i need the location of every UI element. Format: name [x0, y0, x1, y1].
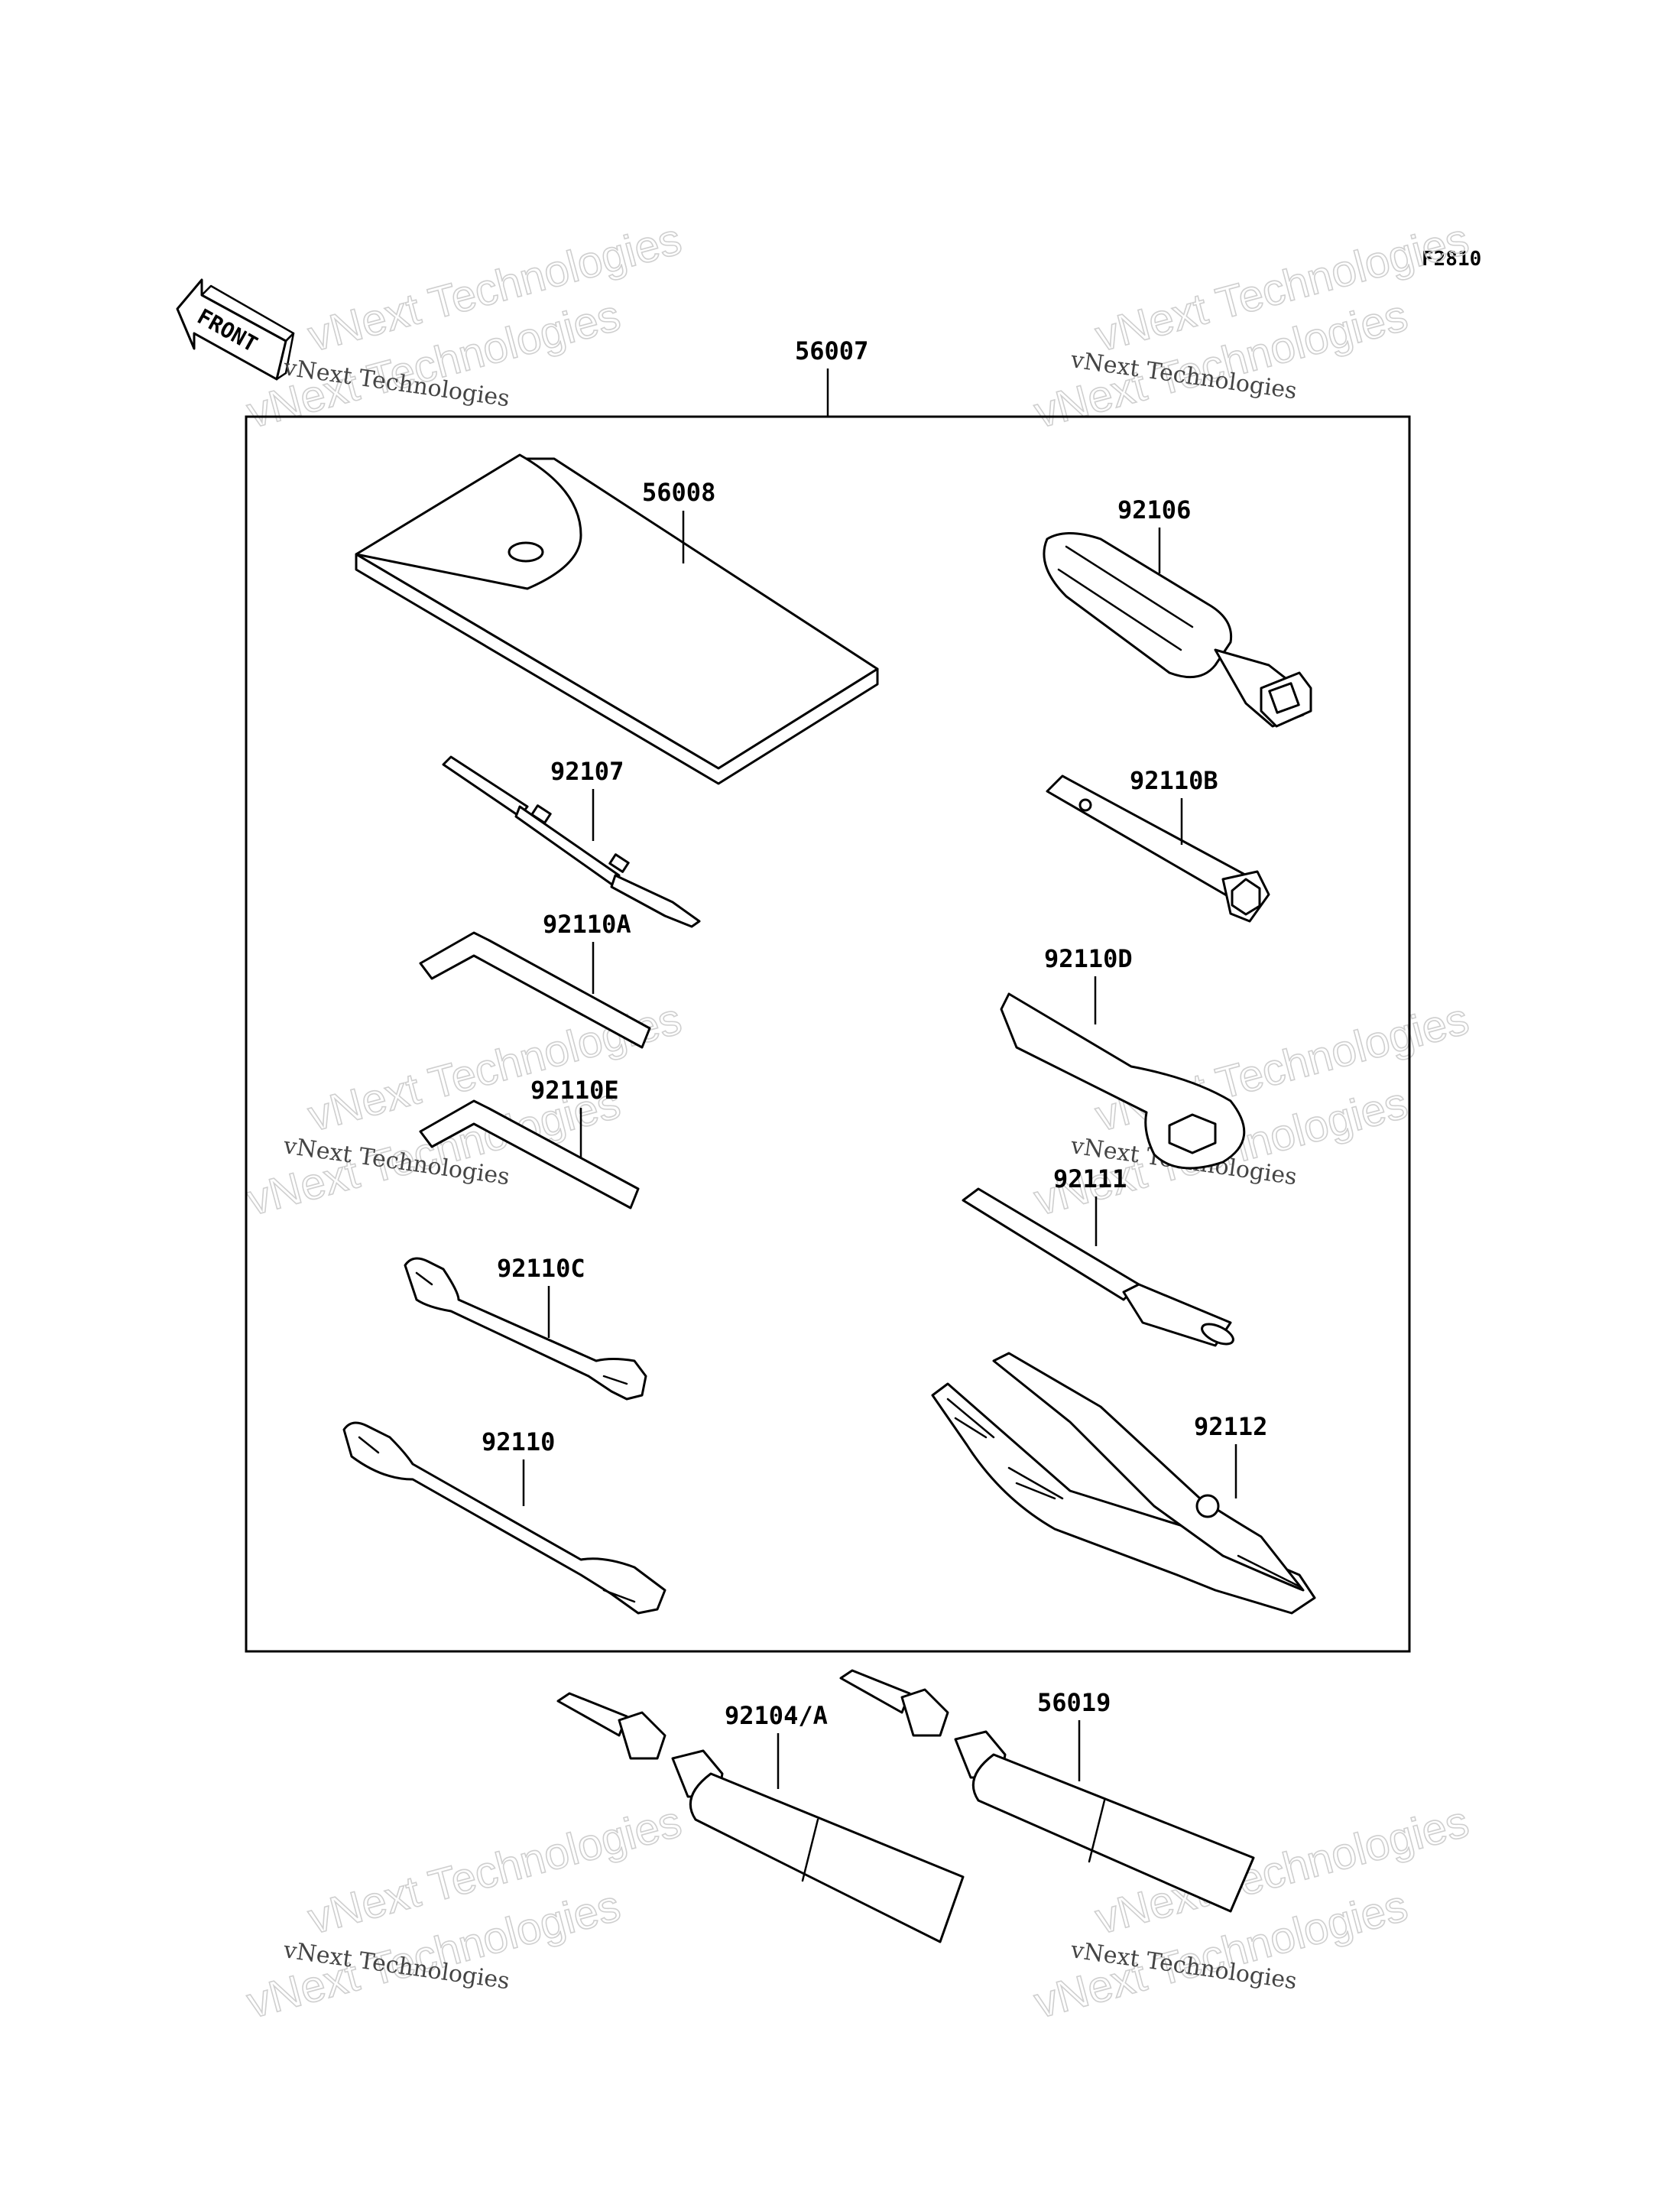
wrench-icon — [342, 1421, 666, 1615]
label-driver-handle: 92106 — [1117, 495, 1191, 524]
label-grease-tube-a: 92104/A — [725, 1701, 828, 1730]
hex-key-e-icon — [419, 1099, 640, 1209]
label-socket-wrench: 92110B — [1130, 766, 1218, 795]
watermark-top-left: vNext Technologies vNext Technologies vN… — [242, 213, 687, 438]
label-wrench: 92110 — [482, 1427, 555, 1456]
screwdriver-bit-icon — [442, 755, 701, 928]
grease-tube-a-icon — [556, 1692, 965, 1943]
hex-key-a-icon — [419, 931, 651, 1049]
wrench-c-icon — [404, 1257, 647, 1401]
label-screwdriver-bit: 92107 — [550, 757, 624, 786]
front-arrow-icon: FRONT — [176, 278, 295, 381]
watermark-bottom-left: vNext Technologies vNext Technologies vN… — [242, 1796, 687, 2028]
label-hex-key-a: 92110A — [543, 910, 631, 939]
pliers-icon — [931, 1352, 1316, 1615]
label-pliers: 92112 — [1194, 1412, 1267, 1441]
tool-pouch — [355, 453, 879, 785]
watermark-top-right: vNext Technologies vNext Technologies vN… — [1029, 213, 1474, 438]
label-hex-key-e: 92110E — [530, 1076, 619, 1105]
grease-tube-b-icon — [839, 1669, 1255, 1913]
label-grease-tube-b: 56019 — [1037, 1688, 1111, 1717]
label-ring-wrench: 92110D — [1044, 944, 1133, 973]
label-kit: 56007 — [795, 336, 868, 365]
socket-wrench-icon — [1046, 774, 1270, 923]
label-wrench-c: 92110C — [497, 1254, 585, 1283]
driver-handle-icon — [1043, 532, 1312, 728]
figure-id: F2810 — [1422, 248, 1481, 271]
extension-bar-icon — [962, 1187, 1234, 1347]
ring-wrench-icon — [1000, 992, 1246, 1170]
label-extension-bar: 92111 — [1053, 1164, 1127, 1193]
label-pouch: 56008 — [642, 478, 715, 507]
kit-boundary-box — [245, 415, 1411, 1653]
